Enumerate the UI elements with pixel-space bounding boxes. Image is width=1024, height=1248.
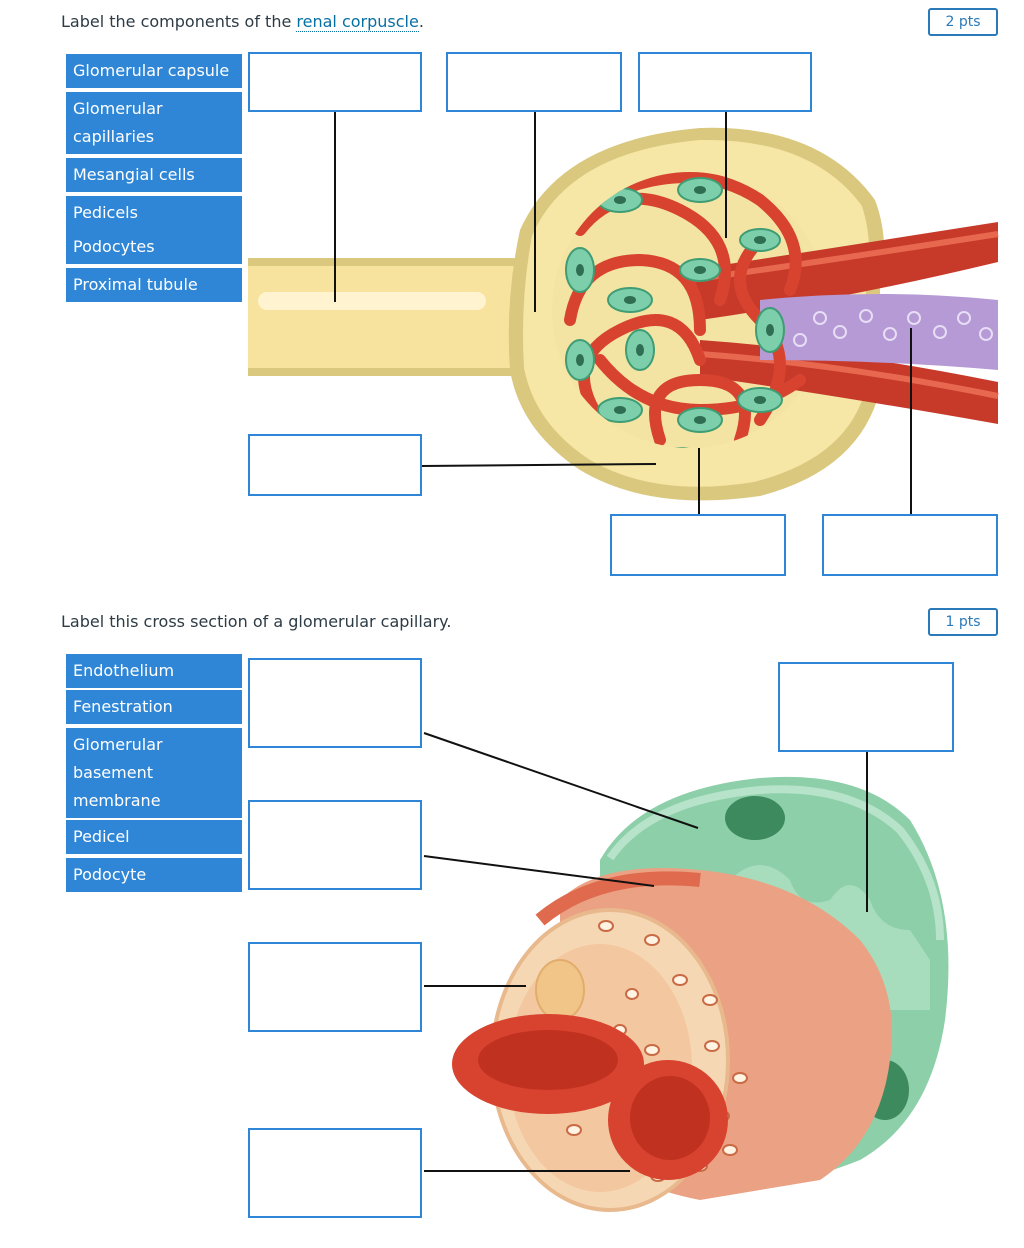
drop-target-10[interactable] bbox=[248, 1128, 422, 1218]
label-glomerular-basement-membrane[interactable]: Glomerular basement membrane bbox=[66, 728, 242, 818]
points-badge: 2 pts bbox=[928, 8, 998, 36]
red-blood-cell bbox=[608, 1060, 728, 1180]
label-proximal-tubule[interactable]: Proximal tubule bbox=[66, 268, 242, 302]
prompt-period: . bbox=[418, 12, 424, 31]
label-fenestration[interactable]: Fenestration bbox=[66, 690, 242, 724]
drop-target-7[interactable] bbox=[248, 658, 422, 748]
points-badge: 1 pts bbox=[928, 608, 998, 636]
question-2-prompt: Label this cross section of a glomerular… bbox=[61, 612, 452, 631]
label-glomerular-capsule[interactable]: Glomerular capsule bbox=[66, 54, 242, 88]
podocyte-nucleus bbox=[861, 1060, 909, 1120]
label-glomerular-capillaries[interactable]: Glomerular capillaries bbox=[66, 92, 242, 154]
drop-target-2[interactable] bbox=[446, 52, 622, 112]
podocyte-nucleus bbox=[725, 796, 785, 840]
leader-lines-q2 bbox=[423, 732, 868, 1172]
label-podocyte[interactable]: Podocyte bbox=[66, 858, 242, 892]
drop-target-4[interactable] bbox=[248, 434, 422, 496]
renal-corpuscle-link[interactable]: renal corpuscle bbox=[296, 12, 419, 32]
drop-target-11[interactable] bbox=[778, 662, 954, 752]
drop-target-9[interactable] bbox=[248, 942, 422, 1032]
label-pedicel[interactable]: Pedicel bbox=[66, 820, 242, 854]
question-1-prompt: Label the components of the renal corpus… bbox=[61, 12, 424, 32]
drop-target-3[interactable] bbox=[638, 52, 812, 112]
glomerular-basement-membrane bbox=[560, 868, 892, 1200]
label-pedicels[interactable]: Pedicels bbox=[66, 196, 242, 230]
drop-target-5[interactable] bbox=[610, 514, 786, 576]
fenestrations bbox=[566, 920, 748, 1182]
drop-target-1[interactable] bbox=[248, 52, 422, 112]
endothelium bbox=[490, 908, 730, 1212]
red-blood-cell bbox=[452, 1014, 644, 1114]
label-endothelium[interactable]: Endothelium bbox=[66, 654, 242, 688]
proximal-tubule bbox=[248, 266, 548, 368]
leader-lines-q1 bbox=[334, 112, 912, 514]
pedicels bbox=[730, 865, 930, 1010]
mesangial-cells-region bbox=[760, 294, 998, 370]
podocytes bbox=[565, 177, 819, 448]
drop-target-6[interactable] bbox=[822, 514, 998, 576]
podocyte-body bbox=[600, 776, 949, 1187]
label-podocytes[interactable]: Podocytes bbox=[66, 230, 242, 264]
renal-corpuscle-diagram bbox=[248, 112, 999, 514]
prompt-text: Label the components of the bbox=[61, 12, 297, 31]
label-mesangial-cells[interactable]: Mesangial cells bbox=[66, 158, 242, 192]
drop-target-8[interactable] bbox=[248, 800, 422, 890]
